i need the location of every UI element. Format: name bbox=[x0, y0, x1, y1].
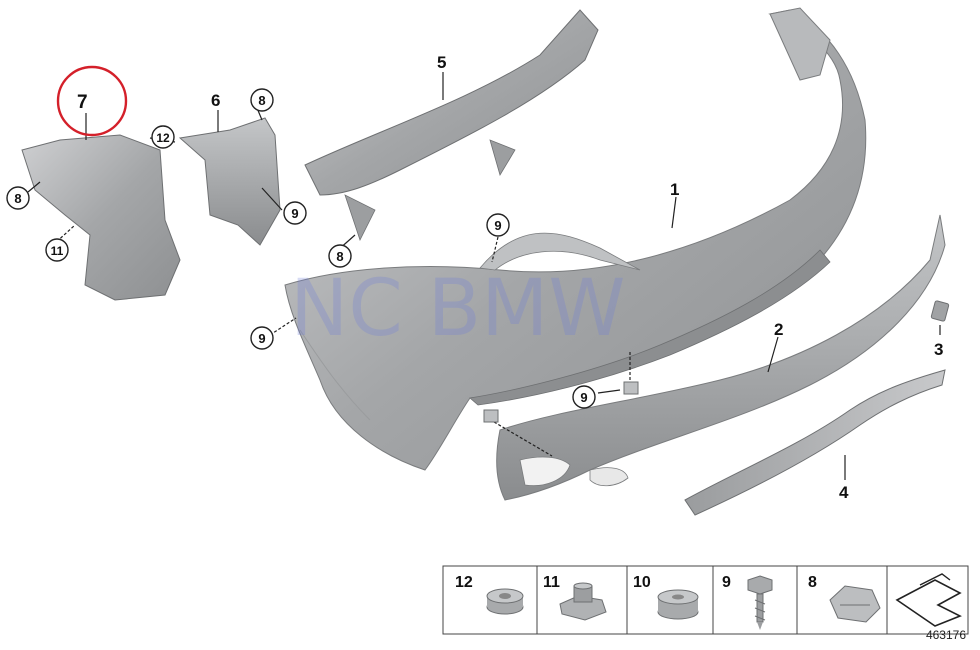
table-label-11: 11 bbox=[543, 574, 560, 591]
screw-icon bbox=[747, 575, 773, 630]
callout-12: 12 bbox=[156, 131, 170, 145]
callout-9-bottom: 9 bbox=[580, 390, 587, 405]
table-label-9: 9 bbox=[722, 574, 731, 591]
table-label-8: 8 bbox=[808, 574, 817, 591]
callout-8-mid: 8 bbox=[336, 249, 343, 264]
support-strip-part bbox=[684, 369, 946, 516]
callout-3: 3 bbox=[934, 340, 943, 359]
clip-marker bbox=[483, 409, 499, 423]
callout-1: 1 bbox=[670, 180, 679, 199]
circled-callouts: 8 8 8 12 11 9 9 9 9 bbox=[6, 88, 596, 409]
diffuser-trim-part bbox=[496, 214, 946, 501]
callout-5: 5 bbox=[437, 53, 446, 72]
small-clip-part bbox=[930, 300, 950, 322]
callout-4: 4 bbox=[839, 483, 849, 502]
callout-11: 11 bbox=[51, 244, 64, 258]
expanding-nut-icon bbox=[559, 582, 607, 621]
callout-2: 2 bbox=[774, 320, 783, 339]
leader-lines bbox=[27, 72, 941, 480]
fastener-parts-table: 12 11 10 9 8 bbox=[442, 565, 969, 635]
table-label-10: 10 bbox=[633, 574, 651, 591]
orientation-symbol-icon bbox=[895, 573, 962, 627]
bumper-cover-part bbox=[284, 7, 867, 471]
callout-6: 6 bbox=[211, 91, 220, 110]
callout-9-bracket: 9 bbox=[291, 206, 298, 221]
bushing-icon bbox=[657, 589, 699, 620]
diagram-reference-number: 463176 bbox=[925, 628, 966, 642]
watermark: NC BMW bbox=[290, 264, 626, 354]
side-bracket-part bbox=[178, 117, 281, 246]
callout-8-top: 8 bbox=[258, 93, 265, 108]
carrier-bracket-part bbox=[304, 9, 599, 242]
grommet-icon bbox=[486, 588, 524, 615]
callout-9-left: 9 bbox=[258, 331, 265, 346]
callout-9-top: 9 bbox=[494, 218, 501, 233]
highlight-circle bbox=[56, 65, 128, 137]
clip-marker bbox=[623, 381, 639, 395]
left-bracket-part bbox=[21, 134, 181, 301]
callout-7: 7 bbox=[77, 92, 88, 113]
spring-clip-icon bbox=[829, 585, 881, 623]
table-label-12: 12 bbox=[455, 574, 473, 591]
callout-8-left: 8 bbox=[14, 191, 21, 206]
